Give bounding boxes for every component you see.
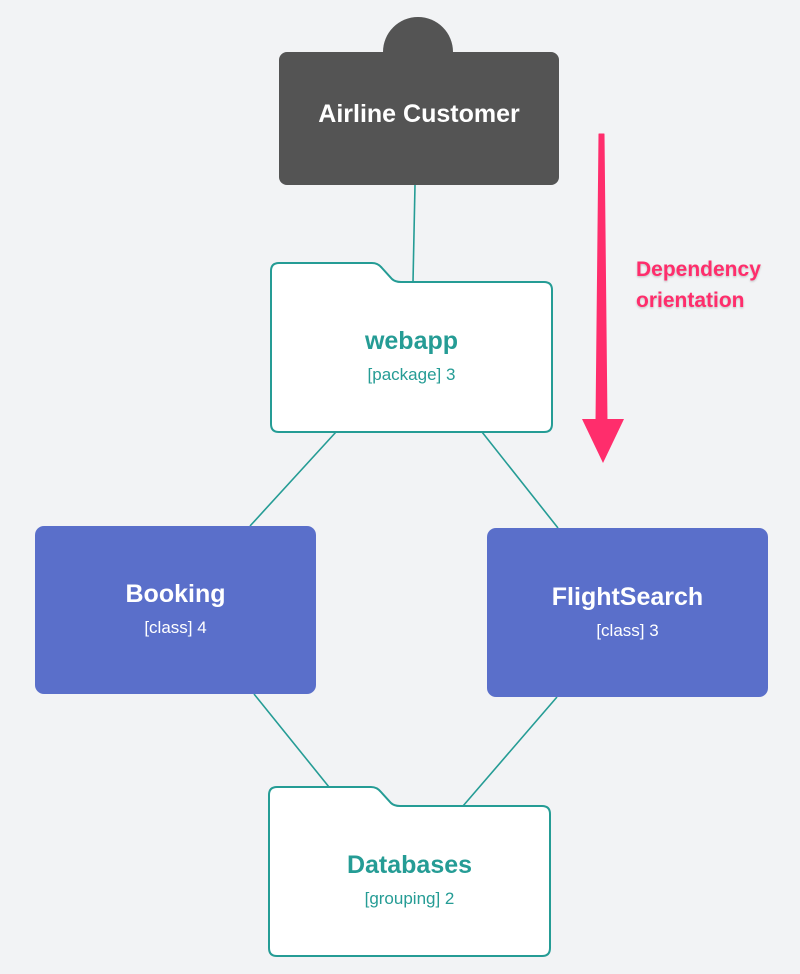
annotation-line-2: orientation [636, 289, 745, 312]
node-airline-customer-label: Airline Customer [279, 99, 559, 129]
node-title: webapp [364, 327, 459, 355]
edge-webapp-booking [249, 431, 337, 527]
node-webapp-shape[interactable] [270, 262, 553, 433]
node-subtitle: [package] 3 [367, 365, 456, 384]
node-webapp-label: webapp [package] 3 [271, 326, 552, 386]
edge-webapp-flightsearch [481, 431, 559, 529]
dependency-orientation-arrow-icon [582, 133, 624, 463]
edge-customer-webapp [412, 184, 416, 283]
edge-booking-databases [253, 693, 330, 788]
node-subtitle: [grouping] 2 [364, 889, 455, 908]
person-body [279, 52, 559, 185]
node-airline-customer[interactable] [279, 17, 559, 185]
node-booking-shape[interactable] [35, 526, 316, 694]
node-title: Databases [346, 851, 473, 879]
node-title: Airline Customer [318, 100, 520, 128]
node-flightsearch-shape[interactable] [487, 528, 768, 697]
node-subtitle: [class] 3 [596, 621, 659, 640]
node-databases-label: Databases [grouping] 2 [269, 850, 550, 910]
annotation-line-1: Dependency [636, 258, 761, 281]
dependency-orientation-annotation: Dependency orientation [636, 254, 761, 316]
node-subtitle: [class] 4 [144, 618, 207, 637]
node-databases-shape[interactable] [268, 786, 551, 957]
edge-flightsearch-databases [462, 696, 558, 807]
node-title: FlightSearch [551, 583, 704, 611]
node-title: Booking [125, 580, 226, 608]
node-booking-label: Booking [class] 4 [35, 579, 316, 639]
node-flightsearch-label: FlightSearch [class] 3 [487, 582, 768, 642]
